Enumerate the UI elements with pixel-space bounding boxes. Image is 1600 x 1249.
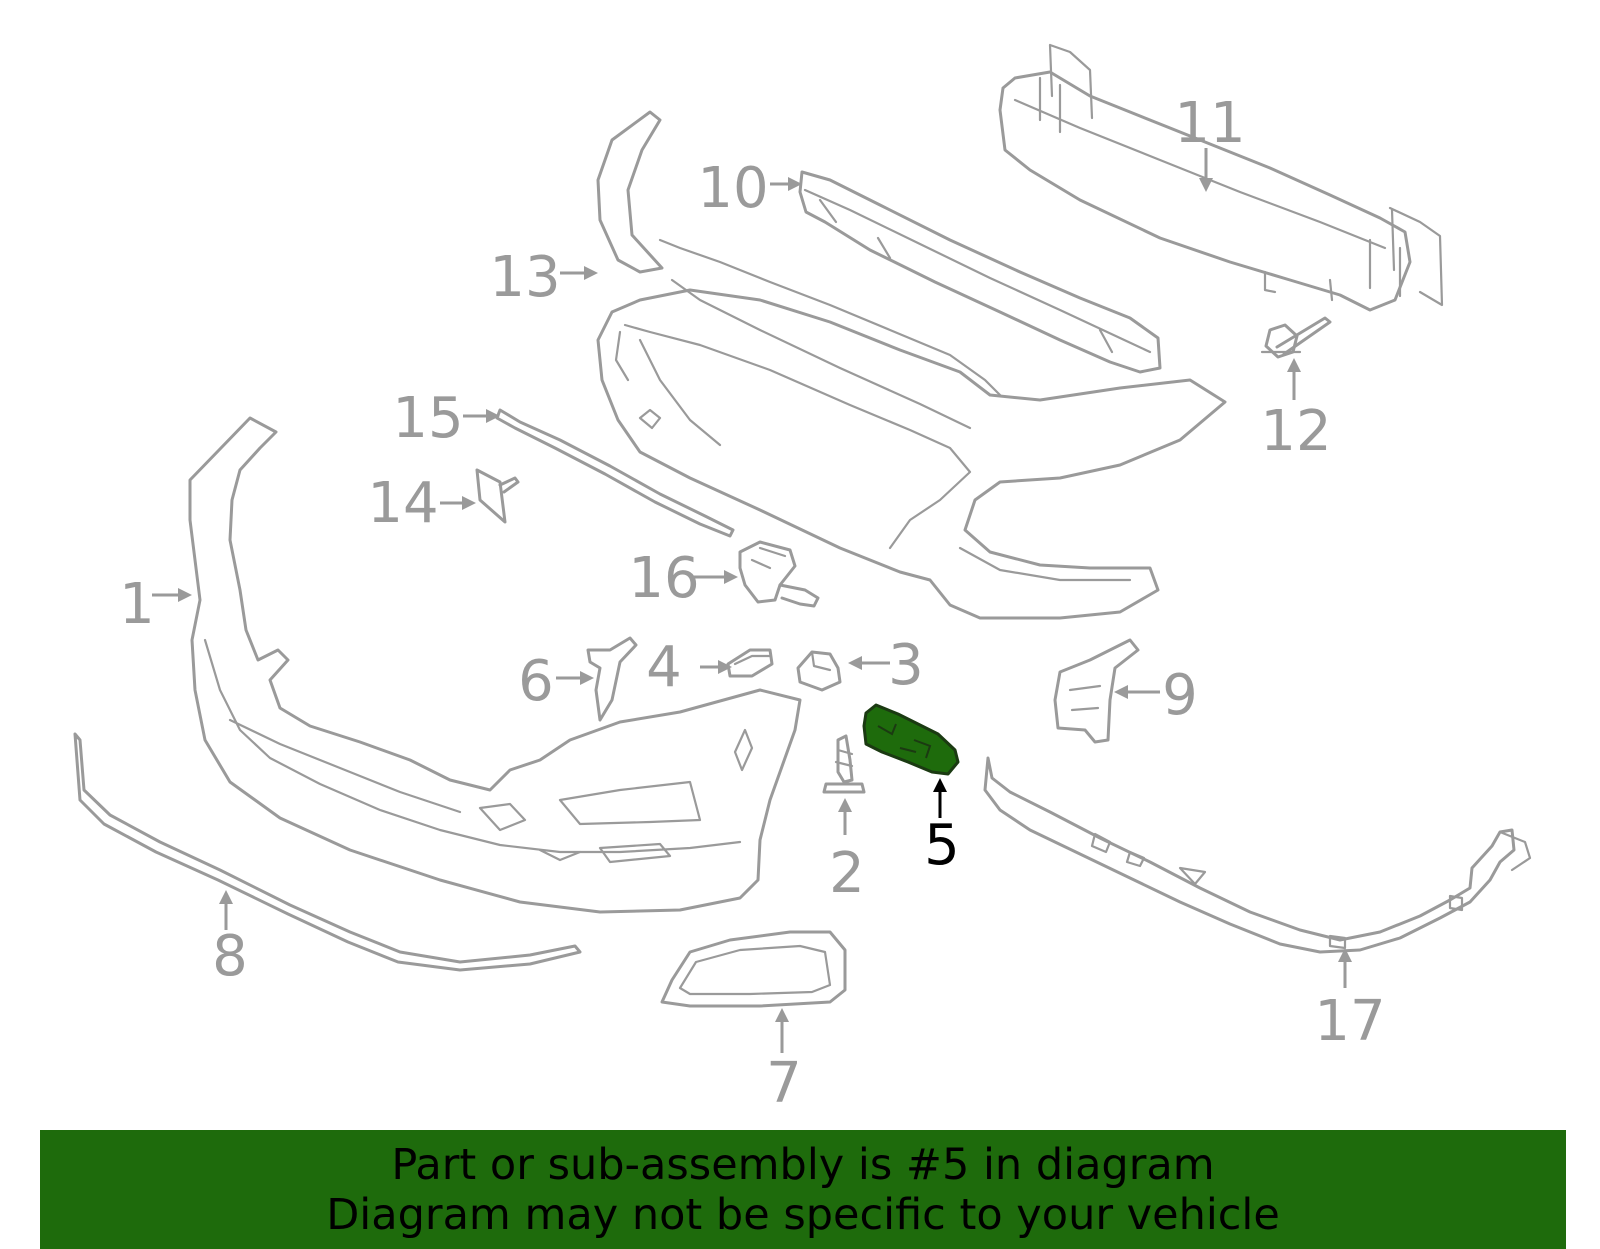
part-1-lower-cover (188, 416, 802, 914)
callout-16: 16 (628, 546, 699, 611)
callout-leaders (152, 148, 1352, 1053)
part-12-bolt (1260, 316, 1332, 359)
callout-10: 10 (697, 156, 768, 221)
callout-numbers: 1 2 3 4 5 6 7 8 9 10 11 12 13 14 15 16 1… (119, 91, 1385, 1116)
callout-17: 17 (1314, 989, 1385, 1054)
part-6-side-bracket (586, 636, 638, 722)
callout-2: 2 (829, 841, 865, 906)
part-8-lower-molding (73, 732, 582, 972)
callout-9: 9 (1162, 663, 1198, 728)
part-4-clip (726, 648, 774, 678)
part-17-wiring-harness (983, 756, 1532, 954)
part-15-molding-strip (495, 408, 735, 538)
callout-6: 6 (518, 649, 554, 714)
part-5-highlighted-bracket (862, 703, 960, 776)
callout-12: 12 (1260, 399, 1331, 464)
callout-1: 1 (119, 572, 155, 637)
callout-15: 15 (392, 386, 463, 451)
callout-5-highlighted: 5 (924, 813, 960, 878)
callout-11: 11 (1174, 91, 1245, 156)
callout-3: 3 (888, 633, 924, 698)
part-13-upper-cover (596, 110, 1227, 620)
info-banner: Part or sub-assembly is #5 in diagram Di… (40, 1130, 1566, 1249)
banner-line-part-number: Part or sub-assembly is #5 in diagram (391, 1139, 1215, 1190)
callout-14: 14 (367, 471, 438, 536)
part-3-nut-clip (796, 650, 842, 692)
callout-8: 8 (212, 924, 248, 989)
callout-7: 7 (766, 1051, 802, 1116)
callout-4: 4 (646, 635, 682, 700)
part-14-clip (475, 468, 520, 524)
part-11-reinforcement-beam (998, 43, 1444, 312)
part-10-energy-absorber (798, 170, 1162, 374)
banner-line-disclaimer: Diagram may not be specific to your vehi… (326, 1189, 1280, 1240)
callout-13: 13 (489, 245, 560, 310)
part-16-sensor (738, 540, 820, 608)
part-2-screw (822, 734, 866, 794)
part-7-fog-bezel (660, 930, 847, 1008)
part-9-side-bracket (1053, 638, 1140, 744)
